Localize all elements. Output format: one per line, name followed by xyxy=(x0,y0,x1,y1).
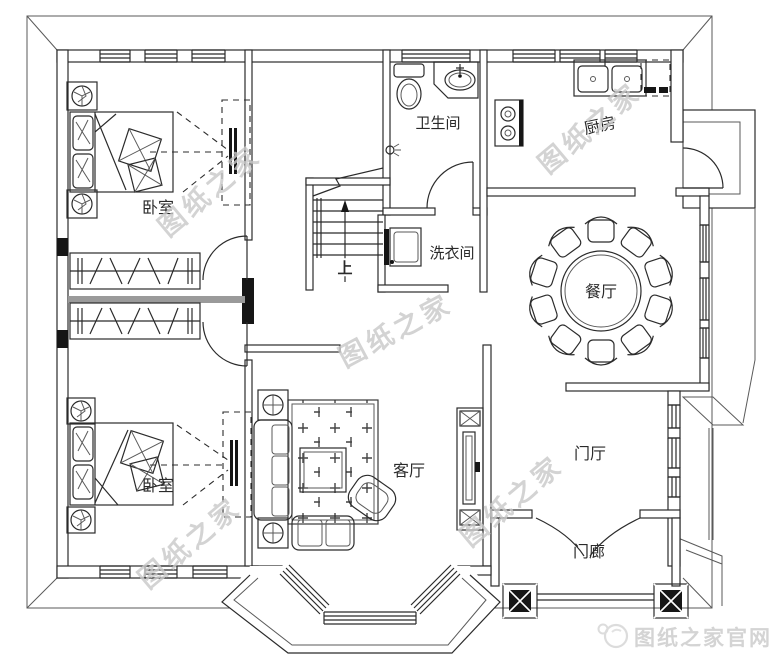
washing-machine xyxy=(389,227,422,267)
room-labels: 卧室 卧室 卫生间 洗衣间 厨房 餐厅 客厅 门厅 门廊 上 xyxy=(142,113,618,561)
bedroom-top-door xyxy=(202,235,248,281)
wardrobes xyxy=(69,252,201,340)
light-symbol xyxy=(385,145,395,155)
room-label-porch: 门廊 xyxy=(573,542,605,561)
kitchen-sink xyxy=(573,59,647,97)
kitchen-back-door xyxy=(682,147,724,189)
armchair xyxy=(347,474,397,522)
stairs xyxy=(312,167,384,282)
brand-logo-dot xyxy=(597,623,609,635)
watermark-5: 图纸之家 xyxy=(132,491,248,595)
bedroom-top-tv-cabinet xyxy=(221,99,251,206)
room-label-foyer: 门厅 xyxy=(574,444,606,463)
tv-cabinet xyxy=(456,407,484,531)
tv xyxy=(462,431,476,505)
kitchen-fixtures xyxy=(494,59,671,147)
bedroom-bottom-furniture xyxy=(66,397,252,534)
sofa-main xyxy=(253,419,293,521)
brand-logo-icon xyxy=(603,623,629,649)
bathroom-fixtures xyxy=(385,61,479,157)
foyer-double-door xyxy=(535,517,641,557)
dining-set xyxy=(529,216,673,366)
watermark-3: 图纸之家 xyxy=(333,288,458,374)
living-room-furniture xyxy=(253,389,484,551)
end-table-top xyxy=(257,389,289,421)
footer-site-name: 图纸之家官网 xyxy=(634,626,772,650)
sofa-loveseat xyxy=(291,515,355,551)
bedroom-bottom-tv-cabinet xyxy=(222,411,252,518)
exterior-right xyxy=(677,109,756,606)
porch-structure xyxy=(502,583,689,619)
dining-table xyxy=(560,250,642,332)
bathroom-sink-counter xyxy=(433,61,479,99)
bay-window xyxy=(221,564,501,654)
doors xyxy=(202,147,724,557)
windows xyxy=(99,49,710,579)
end-table-bottom xyxy=(257,517,289,549)
bedroom-divider-wall xyxy=(68,296,245,303)
porch-column-left xyxy=(502,583,538,619)
laundry-fixtures xyxy=(384,227,422,267)
porch-column-right xyxy=(653,583,689,619)
door-jamb-block xyxy=(242,278,254,324)
coffee-table xyxy=(299,447,347,493)
room-label-bedroom-bottom: 卧室 xyxy=(142,476,174,495)
room-label-living: 客厅 xyxy=(393,461,425,480)
fridge xyxy=(640,59,671,97)
watermark-4: 图纸之家 xyxy=(454,449,570,553)
room-label-bedroom-top: 卧室 xyxy=(142,198,174,217)
rug xyxy=(287,399,379,525)
toilet xyxy=(393,63,425,78)
bathroom-door xyxy=(426,161,474,209)
footer-brand: 图纸之家官网 xyxy=(597,623,772,650)
room-label-bathroom: 卫生间 xyxy=(415,114,460,132)
bedroom-top-furniture xyxy=(66,81,251,219)
room-label-dining: 餐厅 xyxy=(585,282,617,301)
bedroom-bottom-door xyxy=(202,321,248,367)
room-label-laundry: 洗衣间 xyxy=(429,244,474,262)
stairs-up-label: 上 xyxy=(337,259,352,277)
